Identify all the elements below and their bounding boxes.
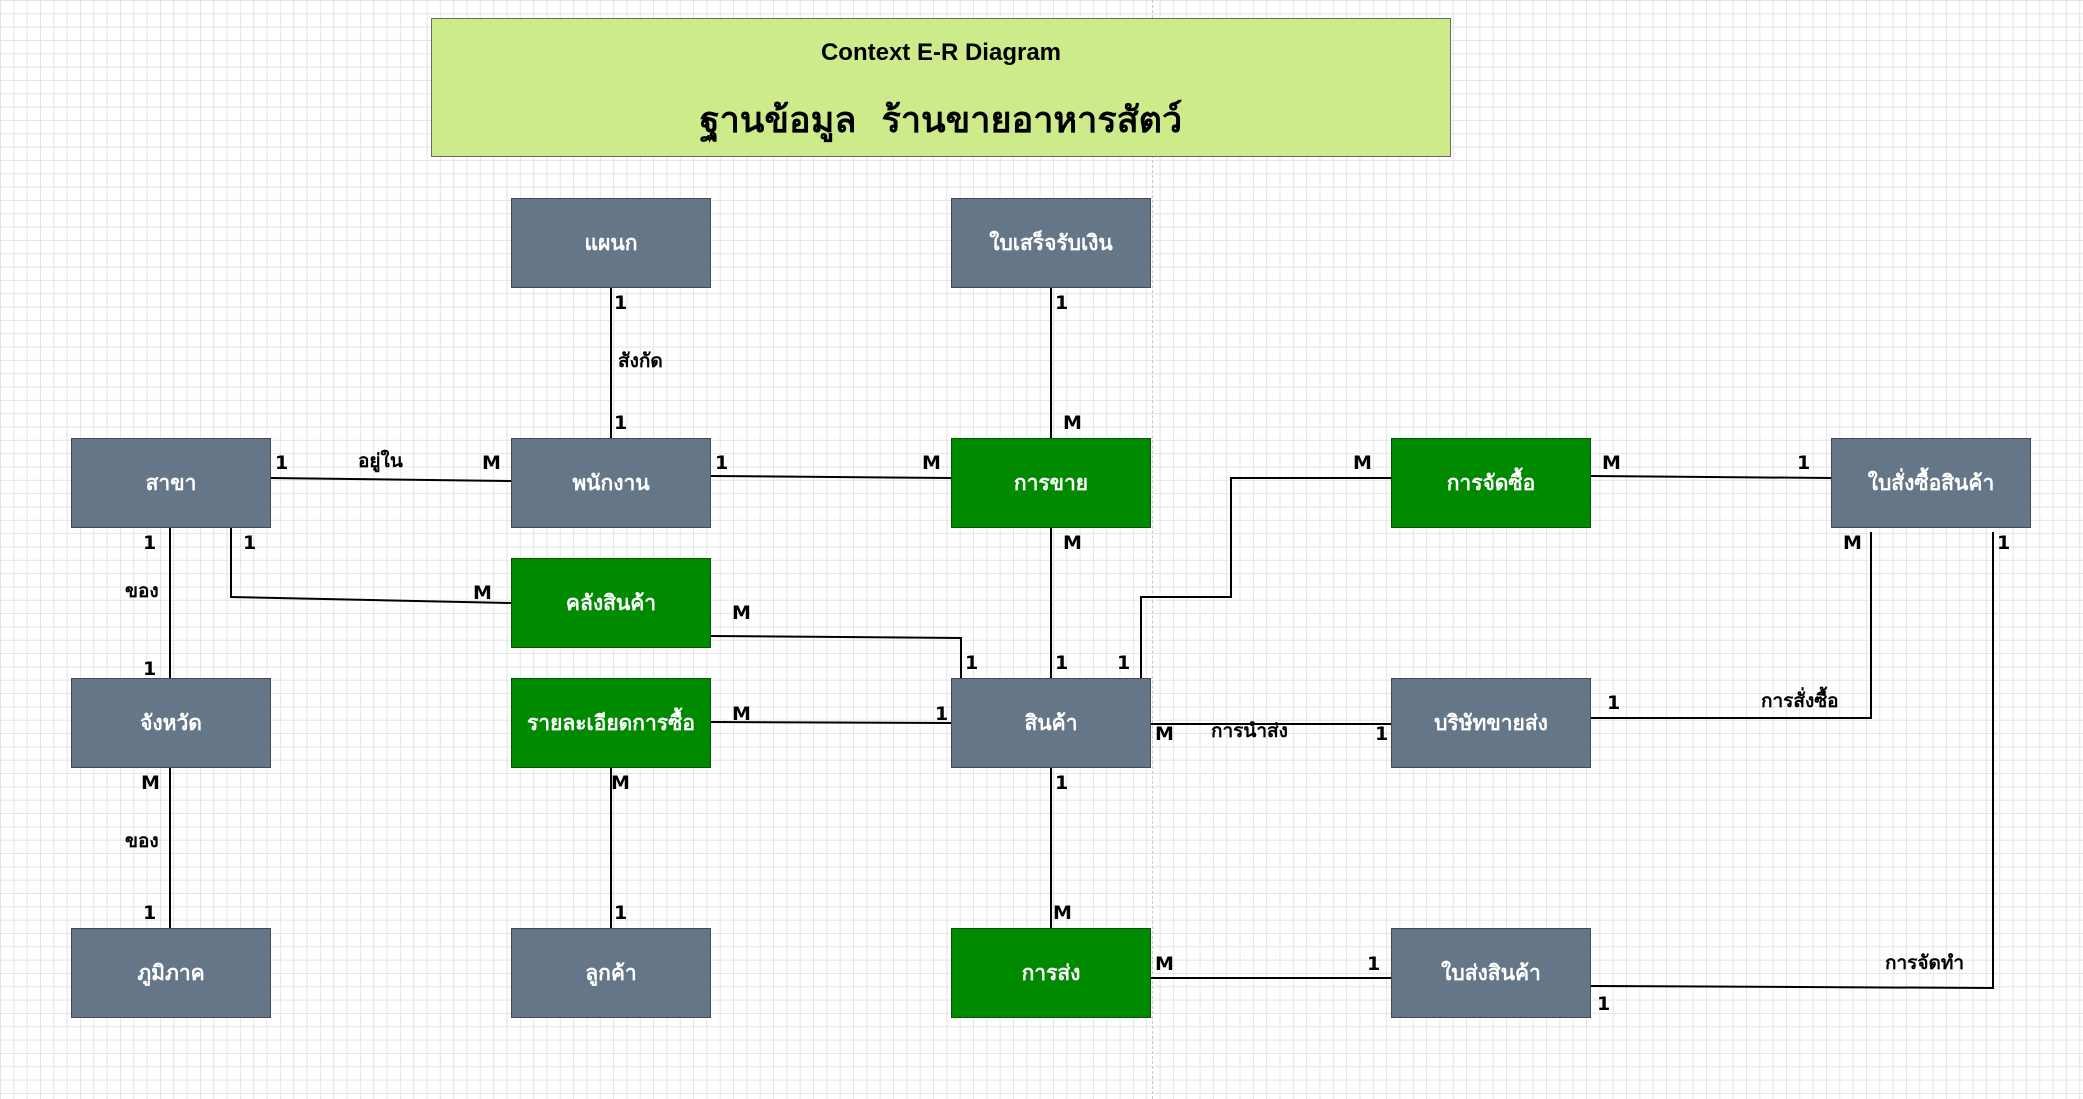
rel-label-kan-namsong: การนำส่ง xyxy=(1211,720,1288,742)
entity-borisat[interactable]: บริษัทขายส่ง xyxy=(1391,678,1591,768)
cardinality-label: M xyxy=(611,772,630,794)
line-baisong-baisangsue xyxy=(1590,532,1994,990)
cardinality-label: 1 xyxy=(1055,652,1069,674)
cardinality-label: M xyxy=(922,452,941,474)
cardinality-label: 1 xyxy=(1055,292,1069,314)
rel-label-kan-sangsue: การสั่งซื้อ xyxy=(1761,690,1839,712)
cardinality-label: 1 xyxy=(143,532,157,554)
cardinality-label: 1 xyxy=(614,292,628,314)
entity-kan-chatsue[interactable]: การจัดซื้อ xyxy=(1391,438,1591,528)
entity-sinkha[interactable]: สินค้า xyxy=(951,678,1151,768)
cardinality-label: M xyxy=(1353,452,1372,474)
cardinality-label: M xyxy=(1843,532,1862,554)
cardinality-label: 1 xyxy=(1607,692,1621,714)
cardinality-label: 1 xyxy=(275,452,289,474)
cardinality-label: M xyxy=(141,772,160,794)
cardinality-label: 1 xyxy=(243,532,257,554)
entity-bai-set[interactable]: ใบเสร็จรับเงิน xyxy=(951,198,1151,288)
rel-label-khong-1: ของ xyxy=(125,580,159,602)
cardinality-label: 1 xyxy=(143,902,157,924)
rel-label-kan-chattham: การจัดทำ xyxy=(1885,952,1965,974)
diagram-title: Context E-R Diagram xyxy=(820,39,1062,66)
line-sakha-phanakngan xyxy=(270,477,512,482)
cardinality-label: 1 xyxy=(143,658,157,680)
line-borisat-baisangsue xyxy=(1591,532,1872,719)
cardinality-label: 1 xyxy=(965,652,979,674)
entity-kan-song[interactable]: การส่ง xyxy=(951,928,1151,1018)
line-sakha-khlang xyxy=(230,528,512,604)
rel-label-yu-nai: อยู่ใน xyxy=(358,450,403,472)
line-khlang-sinkha xyxy=(710,635,962,678)
diagram-subtitle: ฐานข้อมูล ร้านขายอาหารสัตว์ xyxy=(699,100,1183,141)
entity-bai-sangsue[interactable]: ใบสั่งซื้อสินค้า xyxy=(1831,438,2031,528)
cardinality-label: 1 xyxy=(935,703,949,725)
line-sinkha-chatsue xyxy=(1140,477,1391,678)
cardinality-label: M xyxy=(732,602,751,624)
cardinality-label: 1 xyxy=(1997,532,2011,554)
cardinality-label: M xyxy=(1063,532,1082,554)
line-rayla-sinkha xyxy=(710,721,952,724)
cardinality-label: M xyxy=(1155,953,1174,975)
cardinality-label: M xyxy=(1155,723,1174,745)
cardinality-label: 1 xyxy=(614,902,628,924)
entity-lukkha[interactable]: ลูกค้า xyxy=(511,928,711,1018)
entity-kan-khai[interactable]: การขาย xyxy=(951,438,1151,528)
line-phanakngan-khai xyxy=(710,475,952,479)
diagram-title-box: Context E-R Diagram ฐานข้อมูล ร้านขายอาห… xyxy=(431,18,1451,157)
cardinality-label: 1 xyxy=(1367,953,1381,975)
cardinality-label: M xyxy=(473,582,492,604)
cardinality-label: 1 xyxy=(715,452,729,474)
cardinality-label: 1 xyxy=(1055,772,1069,794)
line-chatsue-baisangsue xyxy=(1590,475,1832,479)
entity-khlangsinkha[interactable]: คลังสินค้า xyxy=(511,558,711,648)
page-divider xyxy=(1152,0,1153,1099)
entity-phanaek[interactable]: แผนก xyxy=(511,198,711,288)
cardinality-label: 1 xyxy=(1797,452,1811,474)
entity-phumiphak[interactable]: ภูมิภาค xyxy=(71,928,271,1018)
cardinality-label: 1 xyxy=(614,412,628,434)
entity-phanakngan[interactable]: พนักงาน xyxy=(511,438,711,528)
cardinality-label: M xyxy=(1602,452,1621,474)
entity-bai-song[interactable]: ใบส่งสินค้า xyxy=(1391,928,1591,1018)
rel-label-khong-2: ของ xyxy=(125,830,159,852)
cardinality-label: 1 xyxy=(1597,993,1611,1015)
entity-sakha[interactable]: สาขา xyxy=(71,438,271,528)
rel-label-sangkat: สังกัด xyxy=(618,350,663,372)
cardinality-label: M xyxy=(1063,412,1082,434)
cardinality-label: M xyxy=(732,703,751,725)
cardinality-label: 1 xyxy=(1117,652,1131,674)
entity-changwat[interactable]: จังหวัด xyxy=(71,678,271,768)
cardinality-label: M xyxy=(1053,902,1072,924)
cardinality-label: M xyxy=(482,452,501,474)
cardinality-label: 1 xyxy=(1375,723,1389,745)
entity-rayla-iat-kansue[interactable]: รายละเอียดการซื้อ xyxy=(511,678,711,768)
